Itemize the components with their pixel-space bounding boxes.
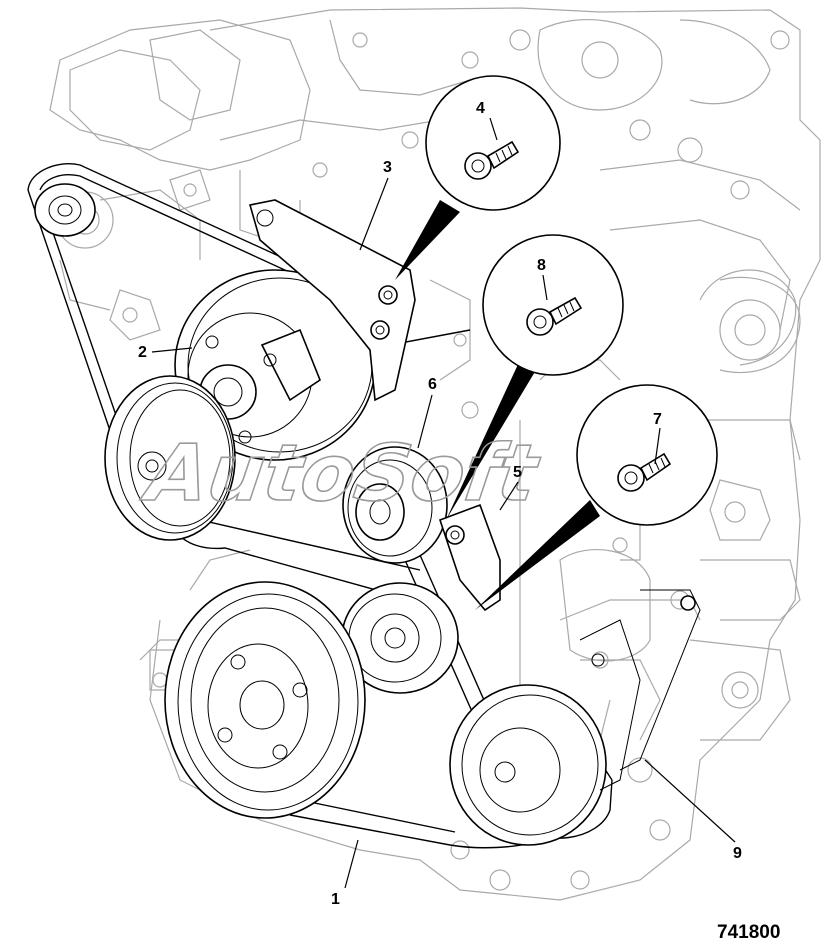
tensioner-arm	[438, 503, 501, 612]
figure-number: 741800	[717, 922, 780, 943]
bolt-icon	[464, 140, 520, 180]
lower-right-pulley	[449, 619, 641, 846]
bolt-detail-4	[395, 75, 561, 280]
tensioner-pulley	[341, 582, 459, 694]
callout-3: 3	[383, 159, 392, 176]
leader-lines	[151, 117, 736, 889]
callout-labels: 1 2 3 4 5 6 7 8 9	[138, 100, 742, 908]
side-bracket	[619, 589, 701, 771]
callout-9: 9	[733, 845, 742, 862]
callout-1: 1	[331, 891, 340, 908]
bolt-detail-8	[446, 234, 624, 520]
bolt-icon	[526, 296, 583, 336]
idler-pulley-6	[342, 446, 448, 564]
callout-2: 2	[138, 344, 147, 361]
tensioner-bracket	[248, 199, 416, 402]
watermark: AutoSoft	[136, 428, 545, 519]
callout-8: 8	[537, 257, 546, 274]
callout-4: 4	[476, 100, 485, 117]
callout-5: 5	[513, 464, 522, 481]
crankshaft-pulley	[164, 581, 366, 819]
callout-7: 7	[653, 411, 662, 428]
bolt-detail-7	[475, 384, 718, 610]
left-idler-pulley	[104, 375, 236, 541]
alternator-pulley	[34, 183, 96, 237]
callout-6: 6	[428, 376, 437, 393]
